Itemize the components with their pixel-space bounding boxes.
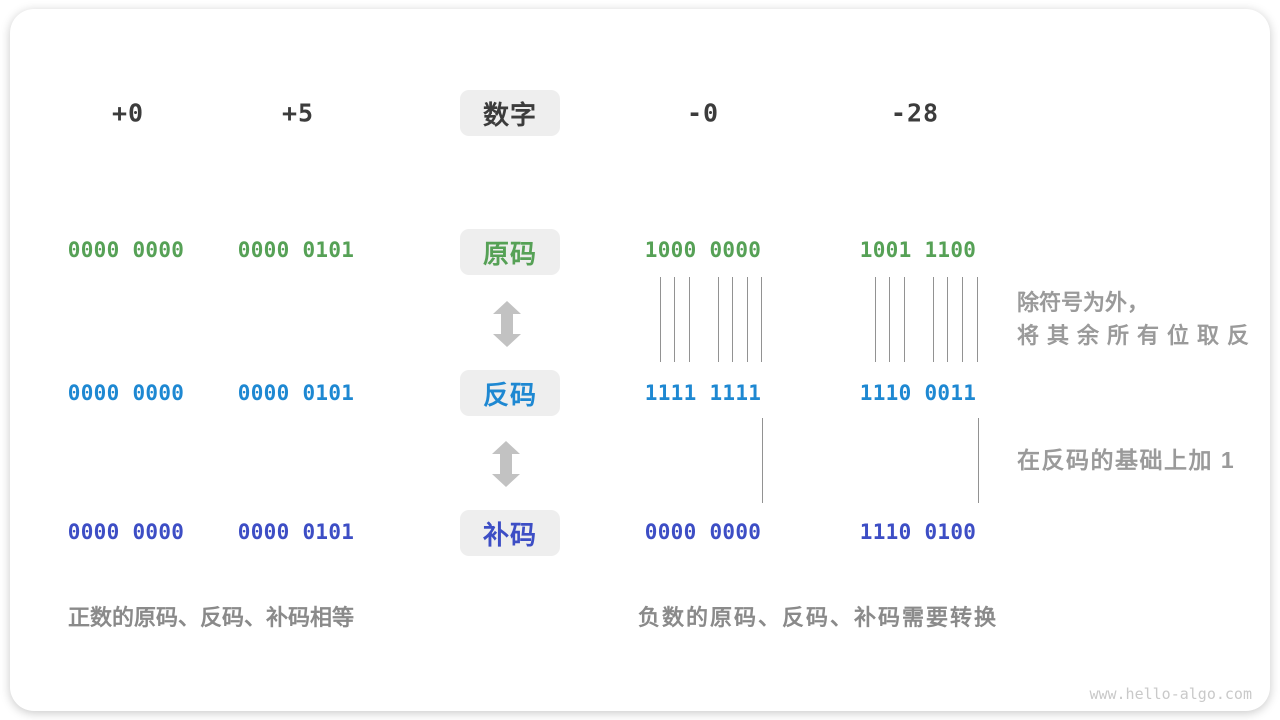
bit-connector-line	[947, 277, 948, 362]
header-neg-28: -28	[890, 98, 940, 128]
figure-card: +0 +5 -0 -28 数字 原码 反码 补码 0000 0000 0000 …	[10, 9, 1270, 711]
bit-connector-line	[904, 277, 905, 362]
annotation-invert-line2: 将其余所有位取反	[1017, 323, 1258, 348]
bit-connector-line	[761, 277, 762, 362]
twos-complement-pos-five: 0000 0101	[237, 520, 355, 544]
bit-connector-line	[875, 277, 876, 362]
annotation-add-one: 在反码的基础上加 1	[1017, 447, 1236, 473]
annotation-invert-line1: 除符号为外，	[1017, 290, 1150, 315]
bit-connector-line	[762, 418, 763, 503]
ones-complement-neg-28: 1110 0011	[859, 381, 977, 405]
bit-connector-line	[674, 277, 675, 362]
bit-connector-line	[933, 277, 934, 362]
header-neg-zero: -0	[686, 98, 720, 128]
bit-connector-line	[747, 277, 748, 362]
sign-magnitude-neg-28: 1001 1100	[859, 238, 977, 262]
bit-connector-line	[978, 418, 979, 503]
twos-complement-neg-zero: 0000 0000	[644, 520, 762, 544]
ones-complement-pos-five: 0000 0101	[237, 381, 355, 405]
bit-connector-line	[689, 277, 690, 362]
header-pos-zero: +0	[111, 98, 145, 128]
bit-connector-line	[977, 277, 978, 362]
badge-number: 数字	[460, 90, 560, 136]
twos-complement-neg-28: 1110 0100	[859, 520, 977, 544]
bit-connector-line	[718, 277, 719, 362]
bit-connector-line	[889, 277, 890, 362]
caption-negative: 负数的原码、反码、补码需要转换	[638, 605, 999, 630]
sign-magnitude-pos-zero: 0000 0000	[67, 238, 185, 262]
badge-twos-complement: 补码	[460, 510, 560, 556]
badge-sign-magnitude: 原码	[460, 229, 560, 275]
watermark: www.hello-algo.com	[1089, 685, 1252, 703]
header-pos-five: +5	[281, 98, 315, 128]
badge-ones-complement: 反码	[460, 370, 560, 416]
updown-arrow-icon	[492, 441, 520, 487]
bit-connector-line	[732, 277, 733, 362]
bit-connector-line	[962, 277, 963, 362]
bit-connector-line	[660, 277, 661, 362]
ones-complement-pos-zero: 0000 0000	[67, 381, 185, 405]
sign-magnitude-neg-zero: 1000 0000	[644, 238, 762, 262]
updown-arrow-icon	[493, 301, 521, 347]
twos-complement-pos-zero: 0000 0000	[67, 520, 185, 544]
ones-complement-neg-zero: 1111 1111	[644, 381, 762, 405]
caption-positive: 正数的原码、反码、补码相等	[68, 605, 355, 630]
sign-magnitude-pos-five: 0000 0101	[237, 238, 355, 262]
